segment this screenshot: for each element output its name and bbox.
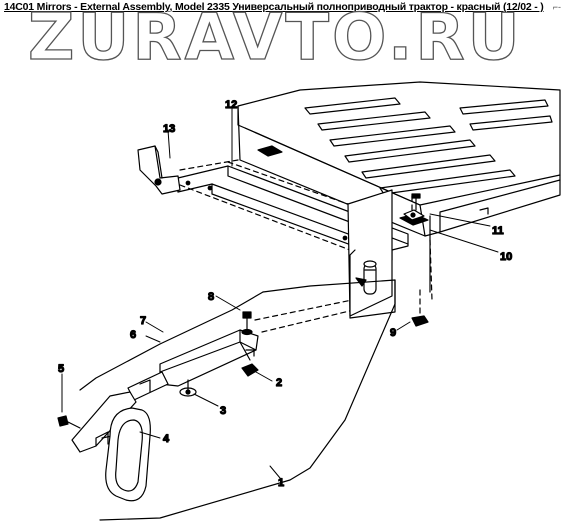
callout-7: 7 [140,315,146,327]
callout-3: 3 [220,405,226,417]
callout-13: 13 [163,123,175,135]
assembly-outline [79,249,396,521]
diagram-title: 14C01 Mirrors - External Assembly, Model… [4,1,544,13]
mounting-bracket [137,145,181,195]
screw-5 [57,415,81,429]
callout-5: 5 [58,363,64,375]
callout-1: 1 [278,477,284,489]
watermark-logo: ZURAVTO.RU [27,1,523,75]
callout-2: 2 [276,377,282,389]
callout-6: 6 [130,329,136,341]
callout-4: 4 [163,433,170,445]
nut-9 [411,315,429,327]
corner-mark: ⌐- [552,2,561,12]
mirror-head-bracket [71,391,137,453]
tractor-roof-panel [237,81,561,237]
callout-leaders [61,107,499,479]
washer-3 [179,379,197,397]
mirror-arm [127,329,259,401]
callout-12: 12 [225,99,237,111]
assembly-guide-lines [179,159,433,333]
callout-8: 8 [208,291,214,303]
nut-2 [241,363,259,377]
callout-9: 9 [390,327,396,339]
mirror-glass [105,407,151,502]
callout-11: 11 [492,225,504,237]
bolt-8 [241,311,253,336]
callout-10: 10 [500,251,512,263]
roof-screw [403,193,425,221]
pivot-pin [347,189,393,317]
